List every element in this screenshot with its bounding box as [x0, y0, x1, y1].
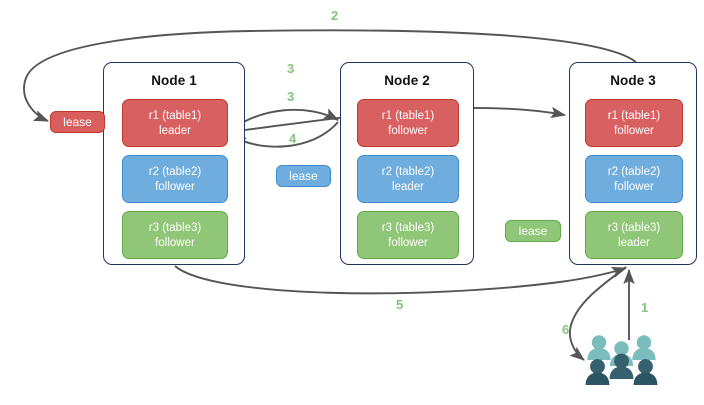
range-label-line1: r2 (table2) — [148, 166, 202, 178]
range-label-line1: r1 (table1) — [607, 110, 661, 122]
range-label-line1: r3 (table3) — [148, 222, 202, 234]
edge-step-4 — [231, 121, 339, 148]
node-box-node2[interactable]: Node 2 r1 (table1) follower r2 (table2) … — [340, 62, 474, 265]
range-label-line2: follower — [614, 124, 654, 137]
step-label-5: 5 — [396, 297, 404, 312]
step-label-2: 2 — [331, 8, 339, 23]
range-node1-r2[interactable]: r2 (table2) follower — [122, 155, 228, 203]
range-label-line2: leader — [618, 236, 650, 249]
edge-step-5 — [174, 265, 628, 295]
range-label-line2: follower — [388, 236, 428, 249]
lease-badge-red[interactable]: lease — [50, 111, 105, 133]
step-label-3-upper: 3 — [287, 61, 295, 76]
range-label-line1: r3 (table3) — [607, 222, 661, 234]
range-label-line2: leader — [159, 124, 191, 137]
lease-badge-green[interactable]: lease — [505, 220, 561, 242]
range-node3-r3[interactable]: r3 (table3) leader — [585, 211, 683, 259]
range-label-line2: follower — [614, 180, 654, 193]
range-label-line2: leader — [392, 180, 424, 193]
range-node1-r1[interactable]: r1 (table1) leader — [122, 99, 228, 147]
range-node2-r2[interactable]: r2 (table2) leader — [357, 155, 459, 203]
range-label-line1: r2 (table2) — [607, 166, 661, 178]
range-node3-r1[interactable]: r1 (table1) follower — [585, 99, 683, 147]
range-label-line2: follower — [388, 124, 428, 137]
range-label-line2: follower — [155, 236, 195, 249]
range-node1-r3[interactable]: r3 (table3) follower — [122, 211, 228, 259]
range-label-line1: r2 (table2) — [381, 166, 435, 178]
range-node3-r2[interactable]: r2 (table2) follower — [585, 155, 683, 203]
range-label-line1: r1 (table1) — [148, 110, 202, 122]
range-label-line1: r1 (table1) — [381, 110, 435, 122]
step-label-6: 6 — [562, 322, 570, 337]
lease-badge-blue[interactable]: lease — [276, 165, 331, 187]
step-label-1: 1 — [641, 300, 649, 315]
node-box-node3[interactable]: Node 3 r1 (table1) follower r2 (table2) … — [569, 62, 697, 265]
node-box-node1[interactable]: Node 1 r1 (table1) leader r2 (table2) fo… — [103, 62, 245, 265]
range-node2-r3[interactable]: r3 (table3) follower — [357, 211, 459, 259]
range-label-line2: follower — [155, 180, 195, 193]
node-title-node3: Node 3 — [610, 73, 656, 88]
step-label-3-lower: 3 — [287, 89, 295, 104]
step-label-4: 4 — [289, 131, 297, 146]
node-title-node2: Node 2 — [384, 73, 430, 88]
node-title-node1: Node 1 — [151, 73, 197, 88]
range-node2-r1[interactable]: r1 (table1) follower — [357, 99, 459, 147]
users-icon — [585, 334, 659, 386]
range-label-line1: r3 (table3) — [381, 222, 435, 234]
